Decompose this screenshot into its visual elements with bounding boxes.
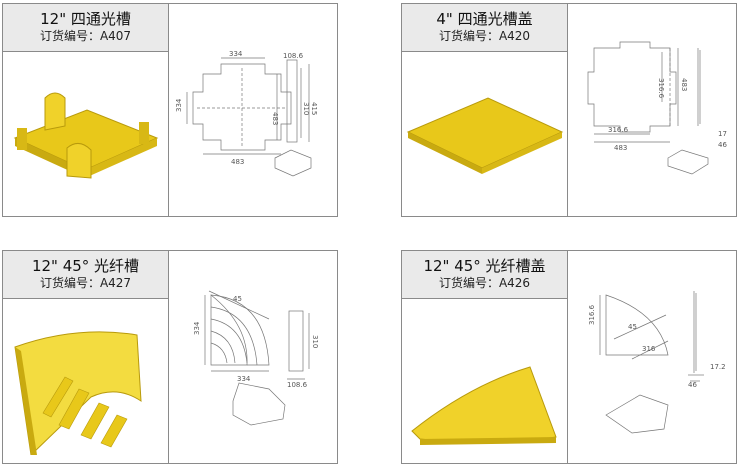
dim-label: 316.6 [588, 304, 596, 325]
dim-label: 483 [614, 144, 627, 152]
dim-label: 310 [302, 102, 310, 115]
product-title: 12" 45° 光纤槽盖 [423, 257, 546, 275]
divider [567, 51, 568, 217]
order-code: 订货编号：A427 [39, 276, 132, 290]
divider [168, 51, 169, 217]
dim-label: 45 [628, 323, 637, 331]
dim-label: 334 [229, 50, 243, 58]
dim-label: 108.6 [287, 381, 308, 389]
dim-label: 45 [233, 295, 242, 303]
dim-label: 17 [718, 130, 727, 138]
dim-label: 17.2 [710, 363, 726, 371]
dim-label: 334 [193, 321, 201, 335]
dim-label: 108.6 [283, 52, 304, 60]
product-photo [411, 366, 557, 445]
product-card-a426: 12" 45° 光纤槽盖 订货编号：A426 316.6 45 316 17.2… [401, 250, 737, 464]
product-title: 4" 四通光槽盖 [436, 10, 533, 28]
product-photo [14, 331, 142, 455]
product-card-a407: 12" 四通光槽 订货编号：A407 334 108.6 334 483 31 [2, 3, 338, 217]
divider [168, 298, 169, 464]
order-code: 订货编号：A420 [438, 29, 531, 43]
product-photo [406, 97, 564, 174]
product-photo [13, 92, 159, 179]
order-code: 订货编号：A407 [39, 29, 132, 43]
dim-label: 415 [310, 102, 318, 115]
dim-label: 316.6 [657, 78, 665, 99]
product-card-a427: 12" 45° 光纤槽 订货编号：A427 45 334 334 3 [2, 250, 338, 464]
dim-label: 316 [642, 345, 656, 353]
dim-label: 46 [718, 141, 727, 149]
technical-drawing: 45 334 334 310 108.6 [193, 290, 319, 426]
product-title: 12" 45° 光纤槽 [31, 257, 140, 275]
product-header: 12" 四通光槽 订货编号：A407 [3, 4, 169, 52]
product-header: 12" 45° 光纤槽 订货编号：A427 [3, 251, 169, 299]
technical-drawing: 334 108.6 334 483 310 415 483 [175, 50, 318, 177]
dim-label: 46 [688, 381, 697, 389]
dim-label: 483 [271, 112, 279, 125]
product-title: 12" 四通光槽 [40, 10, 131, 28]
divider [567, 298, 568, 464]
dim-label: 483 [680, 78, 688, 91]
dim-label: 483 [231, 158, 244, 166]
order-code: 订货编号：A426 [438, 276, 531, 290]
product-header: 12" 45° 光纤槽盖 订货编号：A426 [402, 251, 568, 299]
technical-drawing: 316.6 483 316.6 483 17 46 [587, 41, 727, 175]
dim-label: 316.6 [608, 126, 629, 134]
dim-label: 334 [237, 375, 251, 383]
product-card-a420: 4" 四通光槽盖 订货编号：A420 316.6 483 316.6 483 1… [401, 3, 737, 217]
dim-label: 334 [175, 98, 183, 112]
product-header: 4" 四通光槽盖 订货编号：A420 [402, 4, 568, 52]
dim-label: 310 [311, 335, 319, 348]
technical-drawing: 316.6 45 316 17.2 46 [588, 291, 726, 434]
